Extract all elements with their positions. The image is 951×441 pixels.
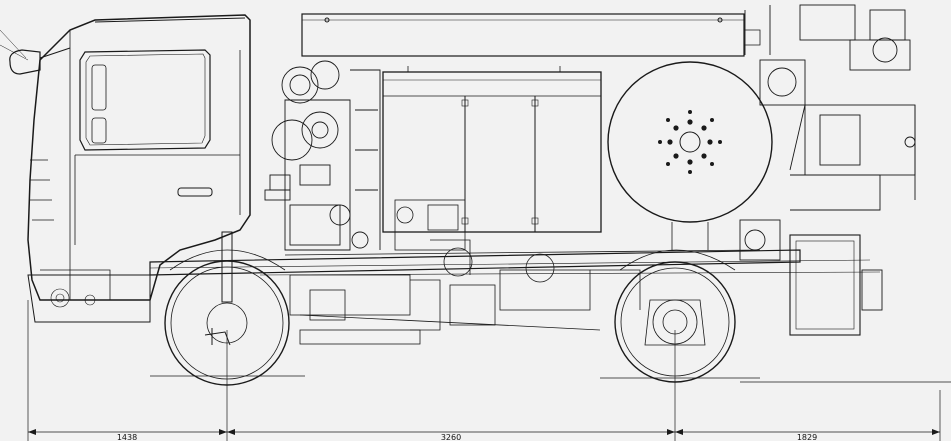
cable-reel (607, 61, 773, 250)
front-bumper (27, 274, 151, 323)
rear-crane-unit (739, 4, 916, 336)
reel-hub-holes (658, 110, 722, 174)
dimension-front-overhang: 1438 (117, 433, 137, 441)
side-mirror (9, 49, 41, 75)
equipment-rack (301, 13, 761, 57)
dimension-rear-overhang: 1829 (797, 433, 817, 441)
dimension-wheelbase: 3260 (441, 433, 461, 441)
door-handle (177, 187, 213, 197)
storage-cabinets (382, 66, 602, 233)
under-body-equipment (289, 199, 641, 345)
cab (9, 14, 251, 323)
dimension-lines (0, 29, 941, 441)
chassis-frame (149, 249, 881, 276)
cab-door (74, 50, 241, 245)
front-equipment-stack (264, 60, 381, 251)
cab-window (79, 49, 211, 151)
